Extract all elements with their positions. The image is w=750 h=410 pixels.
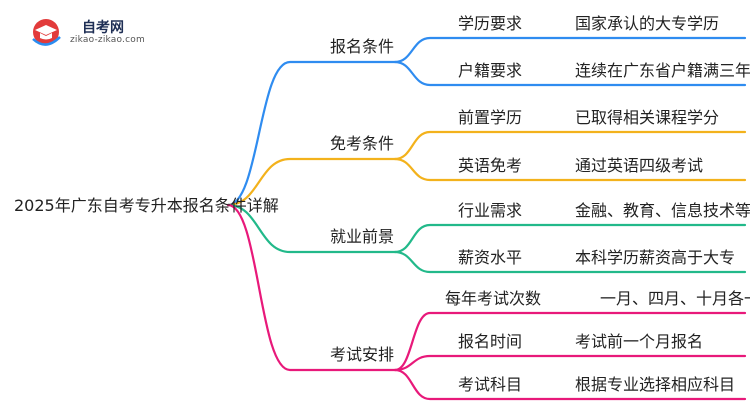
leaf-key: 英语免考 <box>458 156 523 175</box>
leaf-value: 连续在广东省户籍满三年 <box>575 61 750 80</box>
leaf-key: 前置学历 <box>458 108 523 127</box>
leaf-connector <box>393 60 747 87</box>
leaf-value: 国家承认的大专学历 <box>575 14 720 33</box>
leaf-key: 考试科目 <box>458 375 523 394</box>
branch-connector <box>226 60 397 207</box>
branch-connector <box>226 157 397 207</box>
leaf-value: 已取得相关课程学分 <box>575 108 720 127</box>
leaf-value: 金融、教育、信息技术等领域 <box>575 201 750 220</box>
leaf-connector <box>393 311 747 372</box>
branch-connector <box>226 203 397 372</box>
branch-connector <box>226 203 397 254</box>
leaf-value: 本科学历薪资高于大专 <box>575 248 736 267</box>
leaf-connector <box>393 223 747 254</box>
graduation-cap-icon <box>32 19 61 46</box>
logo-name: 自考网 <box>82 20 124 36</box>
leaf-value: 一月、四月、十月各一次 <box>600 289 750 308</box>
leaf-key: 报名时间 <box>458 332 523 351</box>
leaf-key: 户籍要求 <box>458 61 523 80</box>
mindmap-root: 2025年广东自考专升本报名条件详解 <box>14 196 279 215</box>
leaf-value: 根据专业选择相应科目 <box>575 375 736 394</box>
branch-label: 考试安排 <box>330 345 395 364</box>
leaf-connector <box>393 130 747 161</box>
leaf-connector <box>393 157 747 182</box>
leaf-value: 通过英语四级考试 <box>575 156 704 175</box>
branch-label: 报名条件 <box>330 37 395 56</box>
leaf-connector <box>393 354 747 372</box>
leaf-key: 行业需求 <box>458 201 523 220</box>
leaf-connector <box>393 368 747 401</box>
leaf-key: 薪资水平 <box>458 248 523 267</box>
leaf-connector <box>393 36 747 64</box>
logo-domain: zikao-zikao.com <box>70 35 145 45</box>
leaf-key: 每年考试次数 <box>445 289 542 308</box>
leaf-connector <box>393 250 747 274</box>
leaf-value: 考试前一个月报名 <box>575 332 704 351</box>
branch-label: 就业前景 <box>330 227 395 246</box>
leaf-key: 学历要求 <box>458 14 523 33</box>
site-logo: 自考网 zikao-zikao.com <box>30 15 150 49</box>
branch-label: 免考条件 <box>330 134 395 153</box>
